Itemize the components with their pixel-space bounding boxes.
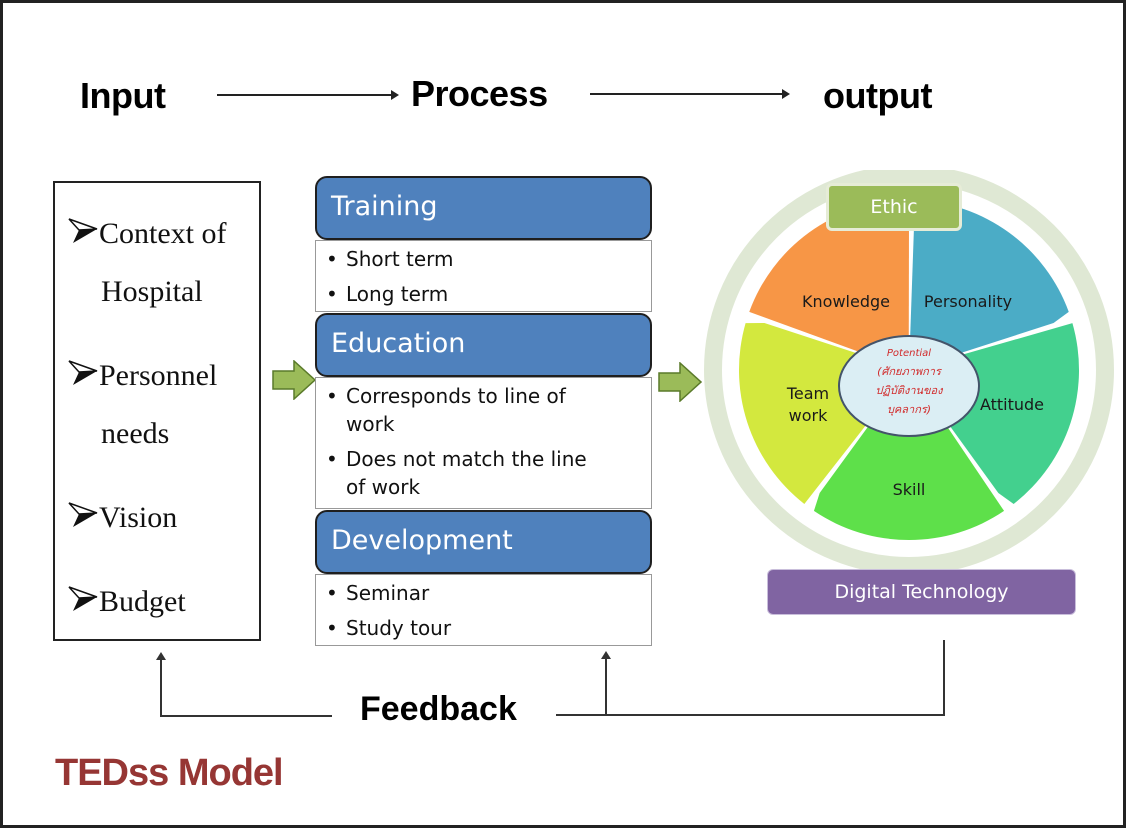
potential-thai-line1: (ศักยภาพการ <box>877 365 943 378</box>
wheel-segment-label: Team <box>786 384 829 403</box>
feedback-line-left <box>160 715 332 717</box>
arrowhead-bullet-icon <box>68 502 98 527</box>
block-arrow-right-icon <box>658 362 702 402</box>
wheel-segment-label: Skill <box>893 480 926 499</box>
list-item: Long term <box>326 280 643 308</box>
wheel-segment-knowledge <box>749 200 909 368</box>
input-item-text: Personnel <box>99 359 218 392</box>
input-to-process-arrow <box>217 90 399 100</box>
input-item-text: Vision <box>99 501 178 534</box>
process-list-development: Seminar Study tour <box>315 574 652 646</box>
input-item-text: Budget <box>99 585 186 618</box>
wheel-segment-label: Attitude <box>980 395 1044 414</box>
cycle-ring <box>704 170 1114 570</box>
arrowhead-bullet-icon <box>68 360 98 385</box>
list-item: Does not match the line of work <box>326 445 591 501</box>
list-item: Short term <box>326 245 643 273</box>
process-header-development: Development <box>315 510 652 574</box>
outer-cycle-ring <box>704 170 1114 570</box>
input-item-text-cont: Hospital <box>101 275 203 308</box>
list-item: Corresponds to line of work <box>326 382 591 438</box>
potential-center-ellipse <box>838 335 980 437</box>
digital-technology-label: Digital Technology <box>767 569 1076 615</box>
process-stage-label: Process <box>411 73 548 114</box>
input-stage-label: Input <box>80 75 166 116</box>
wheel-segment-label: Personality <box>924 292 1012 311</box>
process-list-education: Corresponds to line of work Does not mat… <box>315 377 652 509</box>
list-item: Study tour <box>326 614 643 642</box>
output-stage-label: output <box>823 75 932 116</box>
input-item-context: Context of Hospital <box>67 205 227 321</box>
input-item-text: Context of <box>99 217 227 250</box>
potential-label: Potential <box>887 348 931 359</box>
arrowhead-bullet-icon <box>68 586 98 611</box>
potential-thai-line3: บุคลากร) <box>887 403 931 416</box>
process-header-education: Education <box>315 313 652 377</box>
input-box: Context of Hospital Personnel needs Visi… <box>53 181 261 641</box>
feedback-arrow-to-input <box>156 652 166 717</box>
process-header-training: Training <box>315 176 652 240</box>
feedback-label: Feedback <box>360 690 517 728</box>
input-item-budget: Budget <box>67 573 186 631</box>
input-item-text-cont: needs <box>101 417 170 450</box>
feedback-arrow-to-process <box>601 651 611 715</box>
feedback-line-right <box>556 714 945 716</box>
process-list-training: Short term Long term <box>315 240 652 312</box>
potential-thai-line2: ปฏิบัติงานของ <box>875 384 944 397</box>
feedback-line-from-output <box>943 640 945 716</box>
list-item: Seminar <box>326 579 643 607</box>
block-arrow-right-icon <box>272 360 316 400</box>
process-to-output-arrow <box>590 89 790 99</box>
wheel-segment-skill <box>813 376 1005 540</box>
wheel-segment-personality <box>909 200 1069 368</box>
ethic-label: Ethic <box>826 183 962 231</box>
model-title: TEDss Model <box>55 752 284 794</box>
wheel-segment-label: work <box>789 406 828 425</box>
input-item-vision: Vision <box>67 489 177 547</box>
wheel-segment-label: Knowledge <box>802 292 890 311</box>
arrowhead-bullet-icon <box>68 218 98 243</box>
input-item-personnel: Personnel needs <box>67 347 217 463</box>
